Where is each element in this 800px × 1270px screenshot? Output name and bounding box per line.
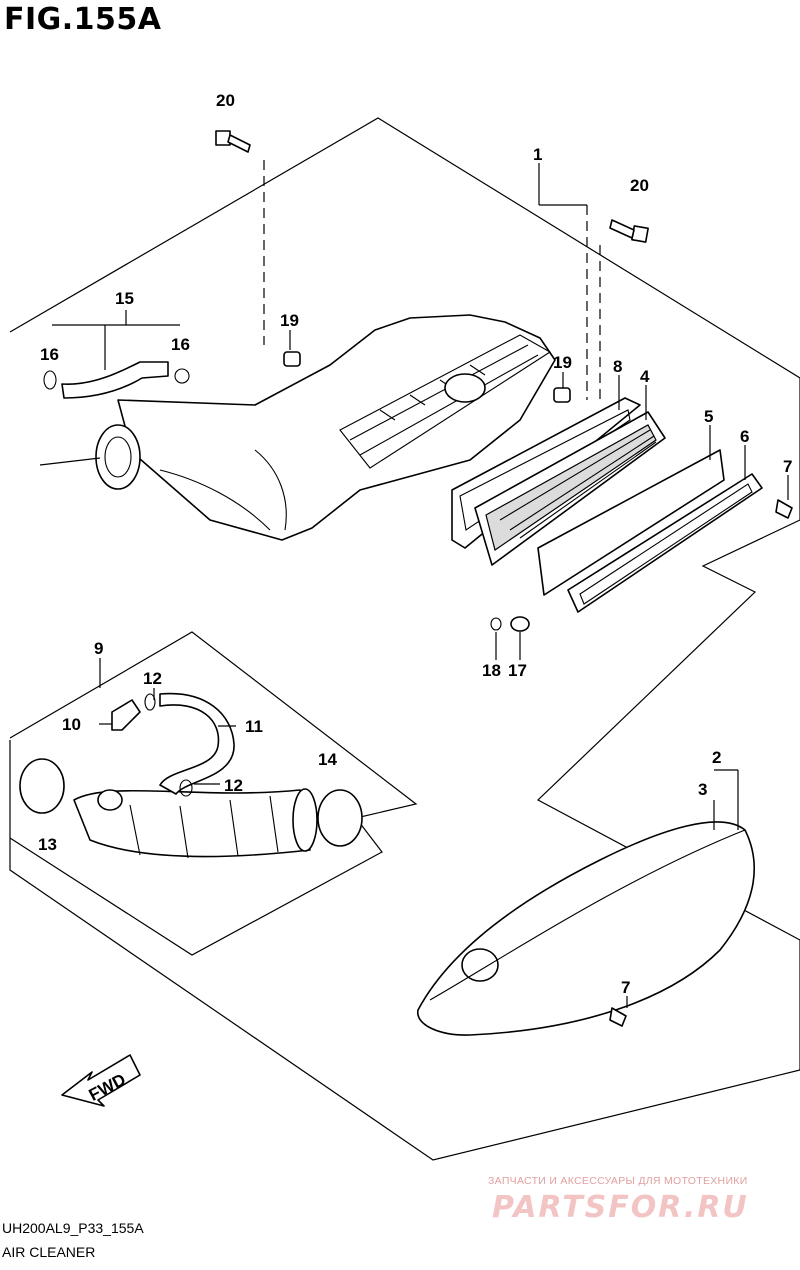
callout-6: 6 bbox=[740, 427, 749, 446]
drain-plug bbox=[510, 616, 530, 632]
drain-clip bbox=[490, 617, 502, 631]
filter-plate bbox=[537, 449, 725, 596]
callout-20-right: 20 bbox=[630, 176, 649, 195]
air-cleaner-case bbox=[95, 314, 556, 541]
callout-16-left: 16 bbox=[40, 345, 59, 364]
callout-14: 14 bbox=[318, 750, 337, 769]
callout-10: 10 bbox=[62, 715, 81, 734]
callout-3: 3 bbox=[698, 780, 707, 799]
screw-right bbox=[775, 499, 793, 519]
drawing-code: UH200AL9_P33_155A bbox=[2, 1220, 144, 1236]
breather-hose bbox=[159, 692, 235, 795]
callout-19-upper: 19 bbox=[280, 311, 299, 330]
watermark-brand: PARTSFOR.RU bbox=[492, 1190, 749, 1225]
callout-2: 2 bbox=[712, 748, 721, 767]
bolt-upper-right bbox=[609, 219, 649, 243]
air-cleaner-cover bbox=[417, 821, 755, 1036]
figure-title: FIG.155A bbox=[4, 2, 162, 37]
breather-clamp-lower bbox=[179, 779, 193, 797]
callout-12-lower: 12 bbox=[224, 776, 243, 795]
hose-clamp-right bbox=[174, 368, 190, 384]
callout-9: 9 bbox=[94, 639, 103, 658]
grommet-upper bbox=[283, 351, 301, 367]
screw-lower bbox=[609, 1007, 627, 1027]
drain-hose bbox=[61, 361, 169, 399]
callout-16-right: 16 bbox=[171, 335, 190, 354]
callout-15: 15 bbox=[115, 289, 134, 308]
callout-7-lower: 7 bbox=[621, 978, 630, 997]
callout-5: 5 bbox=[704, 407, 713, 426]
callout-1: 1 bbox=[533, 145, 542, 164]
breather-clamp-upper bbox=[144, 693, 156, 711]
elbow-fitting bbox=[111, 699, 141, 731]
section-name: AIR CLEANER bbox=[2, 1244, 96, 1260]
grommet-right bbox=[553, 387, 571, 403]
bolt-upper-left bbox=[215, 130, 251, 153]
callout-12-upper: 12 bbox=[143, 669, 162, 688]
clamp-band-left bbox=[19, 758, 65, 814]
upper-assembly-outline bbox=[9, 117, 800, 1161]
fwd-arrow-icon: FWD bbox=[61, 1054, 141, 1107]
leader-lines bbox=[39, 160, 789, 1008]
callout-13: 13 bbox=[38, 835, 57, 854]
clamp-band-right bbox=[317, 789, 363, 847]
hose-clamp-left bbox=[43, 370, 57, 390]
callout-17: 17 bbox=[508, 661, 527, 680]
callout-11: 11 bbox=[245, 717, 263, 736]
callout-19-right: 19 bbox=[553, 353, 572, 372]
intake-tube bbox=[73, 788, 318, 859]
callout-4: 4 bbox=[640, 367, 650, 386]
filter-cover bbox=[567, 473, 763, 613]
watermark-tagline: ЗАПЧАСТИ И АКСЕССУАРЫ ДЛЯ МОТОТЕХНИКИ bbox=[488, 1175, 748, 1187]
callout-7-right: 7 bbox=[783, 457, 792, 476]
callout-18: 18 bbox=[482, 661, 501, 680]
filter-element bbox=[474, 411, 666, 566]
callout-20-left: 20 bbox=[216, 91, 235, 110]
callout-8: 8 bbox=[613, 357, 622, 376]
